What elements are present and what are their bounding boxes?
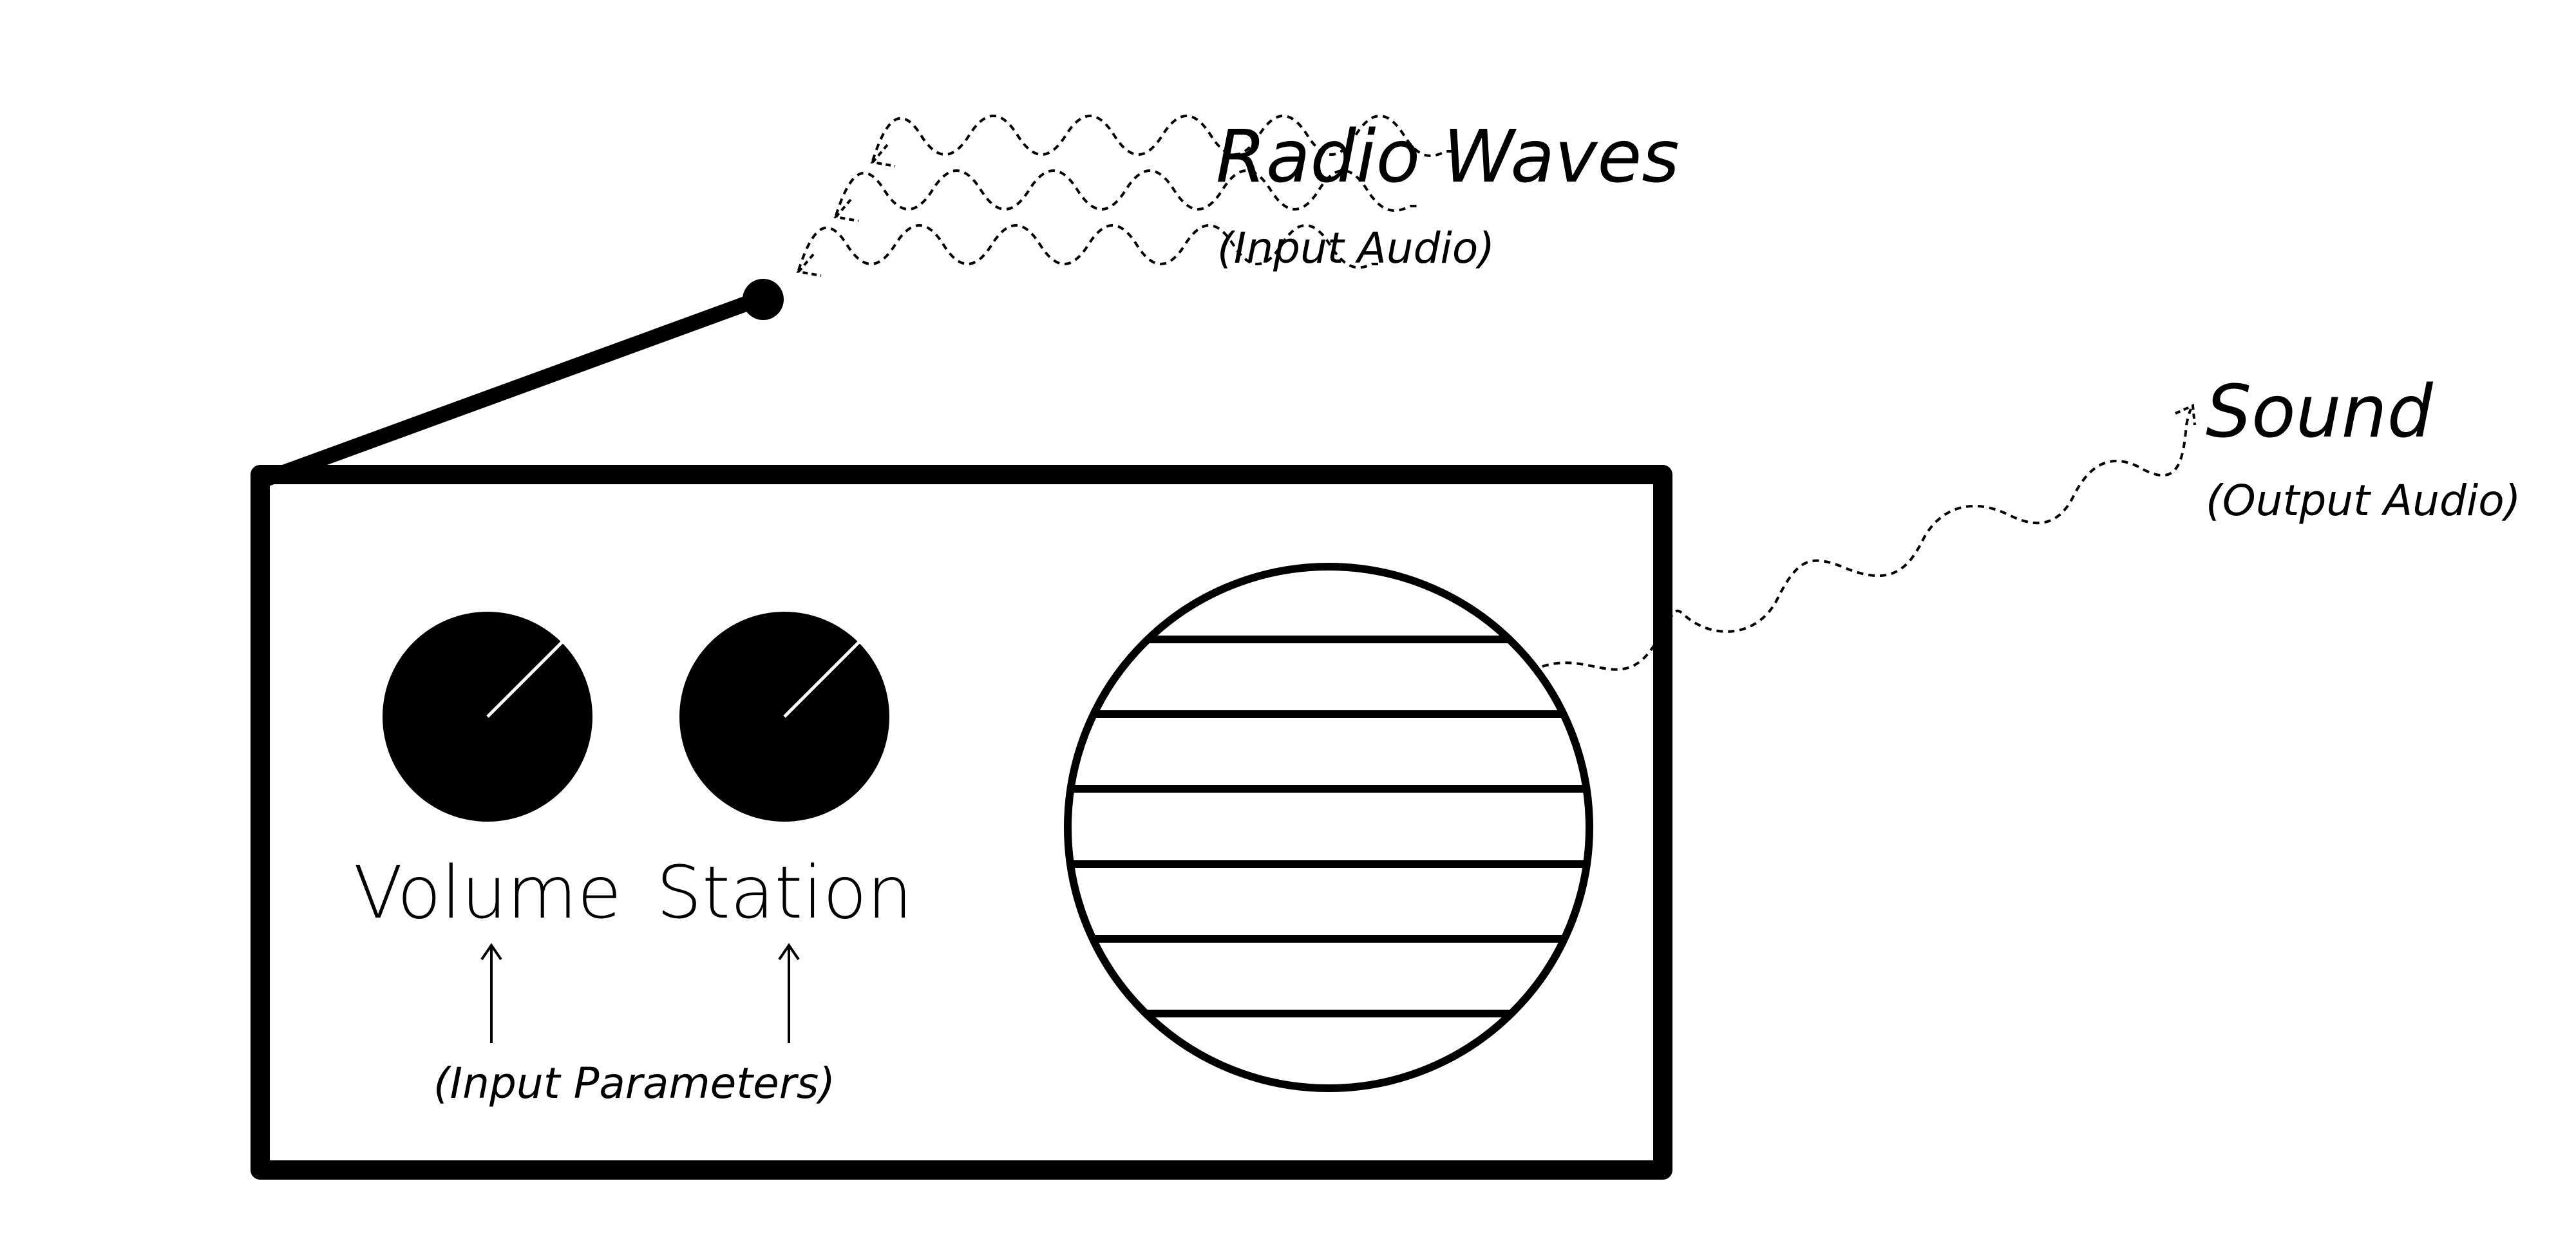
antenna-rod: [256, 290, 771, 487]
station-knob-indicator: [783, 640, 861, 718]
station-parameter-arrow: [778, 943, 800, 1043]
radio-wave-3: [797, 224, 1378, 271]
sound-wave-arrowhead: [2175, 404, 2196, 426]
station-knob: [679, 612, 889, 822]
radio-wave-1-arrowhead: [870, 144, 896, 167]
radio-wave-1: [871, 115, 1455, 162]
volume-parameter-arrow: [480, 943, 502, 1043]
sound-wave-line: [1542, 408, 2192, 671]
radio-wave-2-arrowhead: [833, 198, 859, 222]
volume-knob: [383, 612, 592, 822]
radio-wave-2: [835, 169, 1417, 216]
radio-waves-sublabel: (Input Audio): [1217, 223, 1495, 273]
sound-sublabel: (Output Audio): [2206, 476, 2521, 525]
input-parameters-label: (Input Parameters): [433, 1059, 835, 1108]
station-label: Station: [656, 851, 913, 935]
antenna-tip: [743, 279, 784, 320]
speaker-outline: [1064, 563, 1593, 1092]
radio-wave-3-arrowhead: [796, 253, 822, 277]
radio-waves-label: Radio Waves: [1216, 115, 1680, 199]
radio-waves: [796, 115, 1455, 277]
radio-body: [251, 465, 1672, 1180]
antenna: [256, 279, 784, 487]
volume-knob-indicator: [486, 640, 564, 718]
sound-label: Sound: [2206, 370, 2434, 454]
sound-wave: [1542, 404, 2196, 671]
speaker: [1064, 563, 1593, 1092]
volume-label: Volume: [354, 851, 622, 935]
speaker-grille-lines: [1068, 636, 1589, 1017]
